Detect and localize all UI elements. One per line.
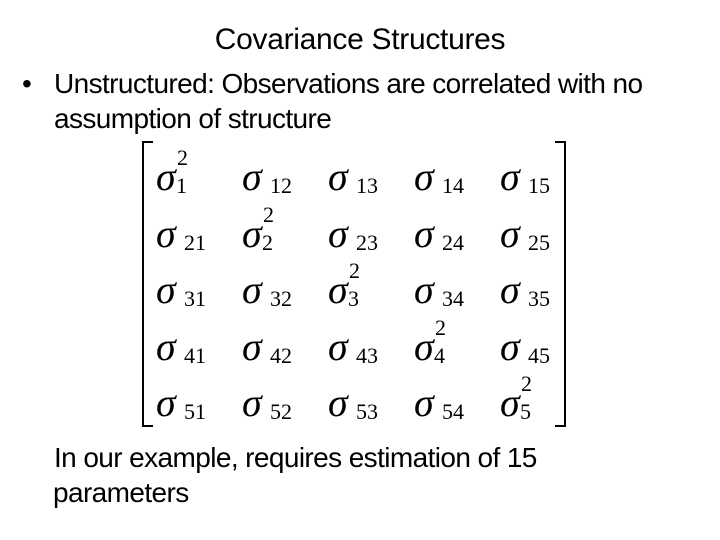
subscript: 5 bbox=[520, 399, 531, 424]
sigma-symbol: σ bbox=[242, 154, 262, 199]
sigma-symbol: σ bbox=[500, 380, 520, 425]
subscript: 3 bbox=[348, 286, 359, 311]
sigma-symbol: σ bbox=[500, 154, 520, 199]
matrix-cell-covariance: σ 41 bbox=[156, 315, 242, 372]
sigma-symbol: σ bbox=[242, 210, 262, 256]
subscript: 54 bbox=[442, 399, 464, 424]
matrix-cell-covariance: σ 24 bbox=[414, 202, 500, 259]
subscript: 53 bbox=[356, 399, 378, 424]
superscript: 2 bbox=[521, 371, 532, 396]
matrix-cell-covariance: σ 14 bbox=[414, 145, 500, 202]
matrix-cell-covariance: σ 34 bbox=[414, 258, 500, 315]
subscript: 31 bbox=[184, 286, 206, 311]
sigma-symbol: σ bbox=[500, 267, 520, 312]
subscript: 24 bbox=[442, 229, 464, 255]
subscript: 45 bbox=[528, 342, 550, 368]
matrix-cell-covariance: σ 12 bbox=[242, 145, 328, 202]
slide-title: Covariance Structures bbox=[214, 23, 506, 56]
subscript: 34 bbox=[442, 286, 464, 311]
sigma-symbol: σ bbox=[414, 380, 434, 425]
matrix-cell-covariance: σ 35 bbox=[500, 258, 586, 315]
superscript: 2 bbox=[263, 201, 274, 227]
subscript: 42 bbox=[270, 342, 292, 368]
sigma-symbol: σ bbox=[156, 323, 176, 369]
subscript: 32 bbox=[270, 286, 292, 311]
subscript: 12 bbox=[270, 173, 292, 198]
sigma-symbol: σ bbox=[156, 380, 176, 425]
matrix-cell-covariance: σ 43 bbox=[328, 315, 414, 372]
sigma-symbol: σ bbox=[414, 210, 434, 256]
sigma-symbol: σ bbox=[414, 154, 434, 199]
subscript: 2 bbox=[262, 229, 273, 255]
matrix-cell-covariance: σ 51 bbox=[156, 371, 242, 428]
bullet-text: Unstructured: Observations are correlate… bbox=[54, 68, 643, 134]
matrix-cell-covariance: σ 31 bbox=[156, 258, 242, 315]
matrix-cell-covariance: σ 21 bbox=[156, 202, 242, 259]
subscript: 1 bbox=[176, 173, 187, 198]
sigma-symbol: σ bbox=[328, 267, 348, 312]
sigma-symbol: σ bbox=[156, 154, 176, 199]
subscript: 51 bbox=[184, 399, 206, 424]
matrix-cell-covariance: σ 32 bbox=[242, 258, 328, 315]
matrix-cell-covariance: σ 25 bbox=[500, 202, 586, 259]
subscript: 35 bbox=[528, 286, 550, 311]
sigma-symbol: σ bbox=[242, 267, 262, 312]
matrix-cell-covariance: σ 23 bbox=[328, 202, 414, 259]
matrix-cell-covariance: σ 42 bbox=[242, 315, 328, 372]
sigma-symbol: σ bbox=[328, 380, 348, 425]
matrix-right-bracket bbox=[555, 141, 566, 427]
subscript: 23 bbox=[356, 229, 378, 255]
sigma-symbol: σ bbox=[328, 323, 348, 369]
matrix-cell-covariance: σ 52 bbox=[242, 371, 328, 428]
matrix-cell-covariance: σ 54 bbox=[414, 371, 500, 428]
matrix-cell-covariance: σ 53 bbox=[328, 371, 414, 428]
subscript: 13 bbox=[356, 173, 378, 198]
superscript: 2 bbox=[177, 145, 188, 170]
sigma-symbol: σ bbox=[414, 323, 434, 369]
matrix-cell-covariance: σ 45 bbox=[500, 315, 586, 372]
subscript: 41 bbox=[184, 342, 206, 368]
matrix-cell-covariance: σ 15 bbox=[500, 145, 586, 202]
subscript: 21 bbox=[184, 229, 206, 255]
sigma-symbol: σ bbox=[242, 380, 262, 425]
footer-note: In our example, requires estimation of 1… bbox=[53, 440, 694, 510]
sigma-symbol: σ bbox=[500, 210, 520, 256]
sigma-symbol: σ bbox=[500, 323, 520, 369]
subscript: 4 bbox=[434, 342, 445, 368]
subscript: 14 bbox=[442, 173, 464, 198]
sigma-symbol: σ bbox=[156, 210, 176, 256]
sigma-symbol: σ bbox=[328, 154, 348, 199]
sigma-symbol: σ bbox=[242, 323, 262, 369]
subscript: 15 bbox=[528, 173, 550, 198]
sigma-symbol: σ bbox=[328, 210, 348, 256]
subscript: 43 bbox=[356, 342, 378, 368]
sigma-symbol: σ bbox=[414, 267, 434, 312]
subscript: 52 bbox=[270, 399, 292, 424]
bullet-marker: • bbox=[22, 68, 32, 99]
subscript: 25 bbox=[528, 229, 550, 255]
footer-line-2: parameters bbox=[53, 477, 189, 508]
sigma-symbol: σ bbox=[156, 267, 176, 312]
matrix-left-bracket bbox=[142, 141, 153, 427]
superscript: 2 bbox=[435, 314, 446, 340]
superscript: 2 bbox=[349, 258, 360, 283]
footer-line-1: In our example, requires estimation of 1… bbox=[54, 442, 537, 473]
matrix-cell-covariance: σ 13 bbox=[328, 145, 414, 202]
